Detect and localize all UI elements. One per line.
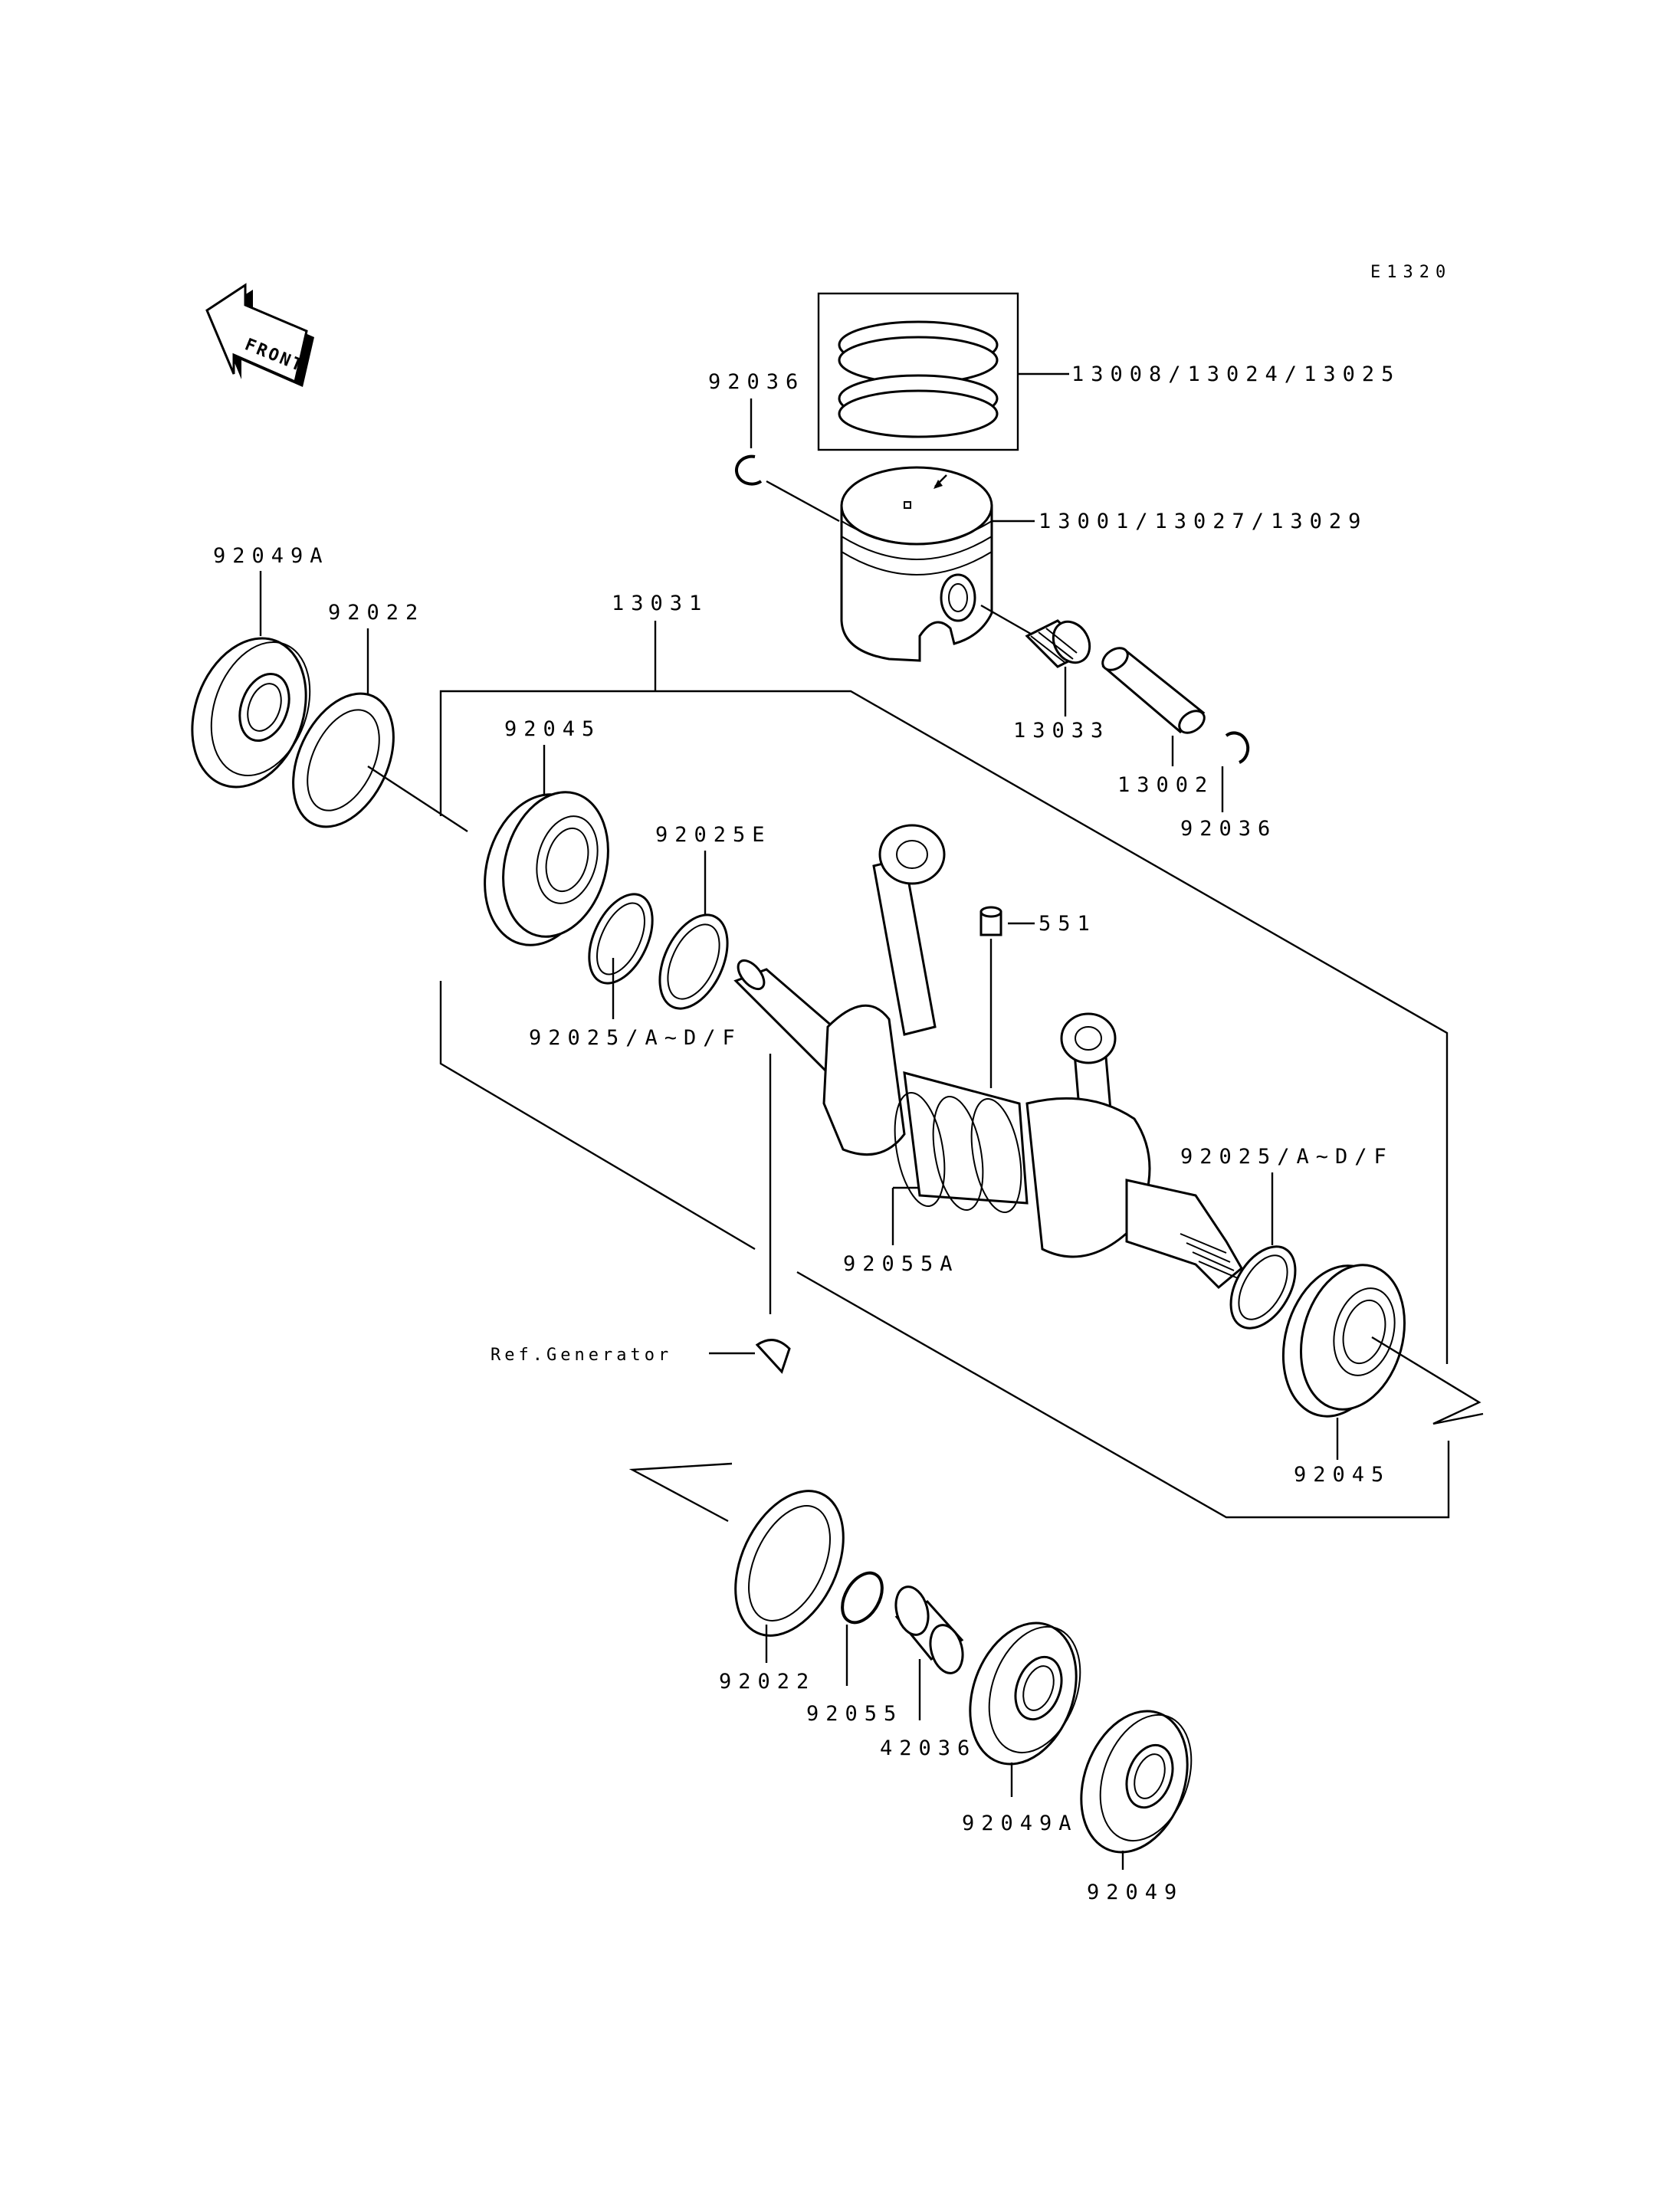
callout-collar-left: 92022 <box>328 601 425 625</box>
seal-left-part <box>191 637 311 789</box>
callout-shims-right: 92025/A~D/F <box>1180 1145 1393 1169</box>
callout-bushing-bottom: 42036 <box>880 1736 976 1760</box>
diagram-code: E1320 <box>1370 263 1452 282</box>
bearing-left-part <box>484 791 609 946</box>
crankshaft-part <box>733 824 1243 1290</box>
crankshaft-assy-bracket <box>439 690 1449 1364</box>
callout-circlip-top: 92036 <box>708 370 805 394</box>
callout-oring-bottom: 92055 <box>806 1702 903 1726</box>
circlip-top-part <box>734 454 763 486</box>
callout-shim-e: 92025E <box>655 823 772 847</box>
seal-bottom-part <box>1080 1710 1193 1854</box>
callout-bearing-left: 92045 <box>504 717 601 741</box>
oring-bottom-part <box>841 1571 884 1625</box>
piston-pin-part <box>1101 647 1206 734</box>
circlip-right-part <box>1225 731 1250 764</box>
piston-rings-part <box>817 292 1069 451</box>
collar-left-part <box>292 692 395 828</box>
callout-piston: 13001/13027/13029 <box>1039 510 1367 533</box>
callout-piston-pin: 13002 <box>1117 773 1214 797</box>
front-arrow-icon: FRONT <box>205 283 314 387</box>
callout-seal-bottom: 92049 <box>1087 1881 1183 1904</box>
callout-shims-left: 92025/A~D/F <box>529 1026 742 1050</box>
piston-part <box>840 466 993 662</box>
callout-pin-551: 551 <box>1039 912 1097 936</box>
seal-bottom-a-part <box>969 1622 1081 1766</box>
shim-e-part <box>658 913 729 1010</box>
callout-collar-bottom: 92022 <box>719 1670 815 1694</box>
needle-bearing-part <box>1025 619 1091 668</box>
pin-551-part <box>979 906 1002 936</box>
shim-left-part <box>588 893 654 985</box>
shim-right-part <box>1229 1245 1297 1330</box>
bushing-bottom-part <box>894 1585 964 1674</box>
collar-bottom-part <box>734 1490 845 1637</box>
callout-rings: 13008/13024/13025 <box>1071 362 1400 386</box>
bearing-right-part <box>1281 1264 1406 1418</box>
callout-needle-bearing: 13033 <box>1013 719 1110 743</box>
callout-bearing-right: 92045 <box>1294 1463 1390 1487</box>
callout-ring-92055a: 92055A <box>843 1252 960 1276</box>
callout-crankshaft-assy: 13031 <box>612 592 708 615</box>
callout-seal-left: 92049A <box>213 544 330 568</box>
callout-circlip-right: 92036 <box>1180 817 1277 841</box>
woodruff-key-part <box>755 1339 791 1374</box>
callout-ref-generator: Ref.Generator <box>491 1346 672 1365</box>
callout-seal-bottom-a: 92049A <box>962 1812 1078 1835</box>
